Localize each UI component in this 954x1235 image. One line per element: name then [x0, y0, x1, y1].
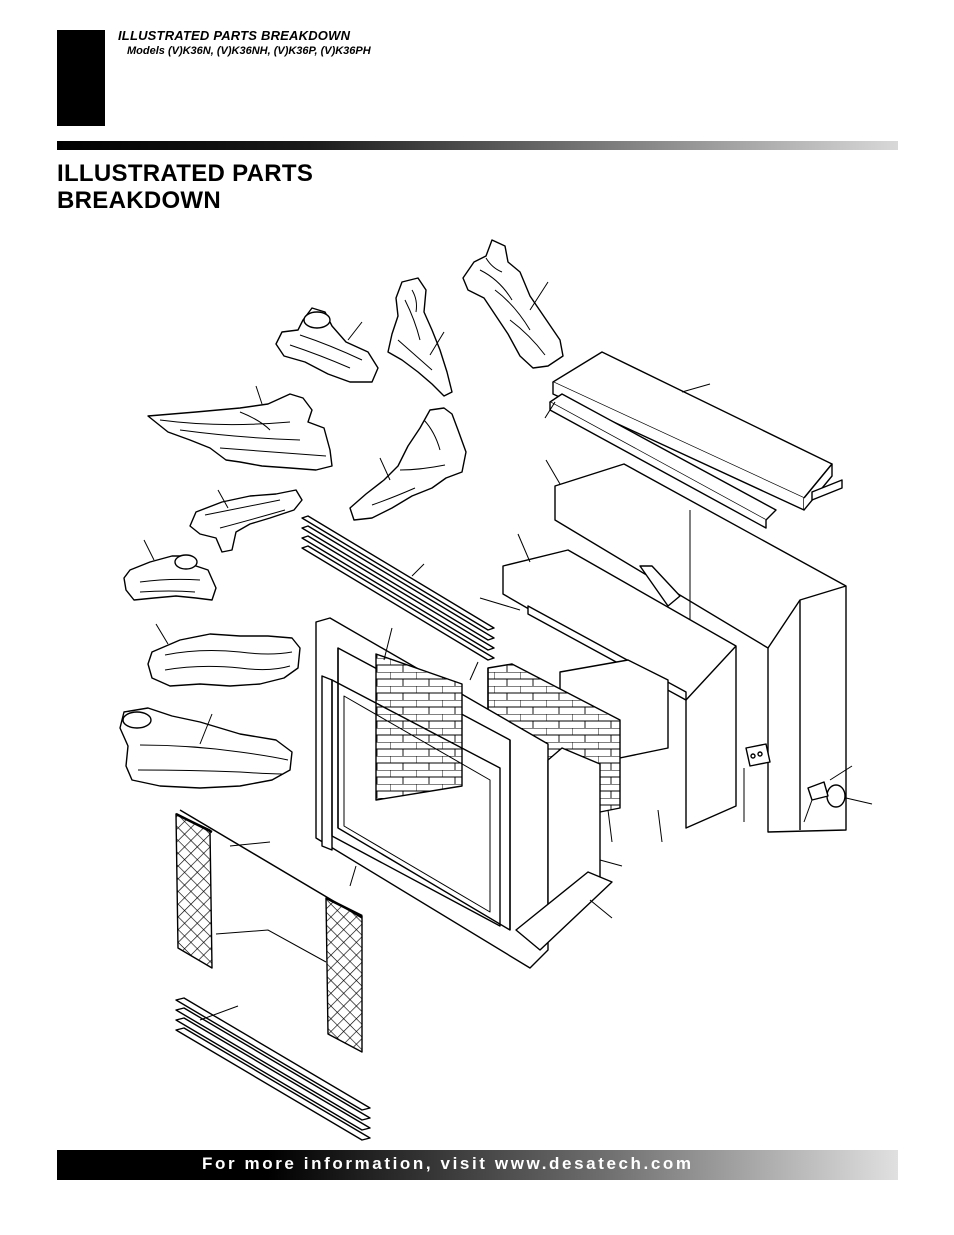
- top-panel: [552, 351, 833, 511]
- section-tab-marker: [57, 30, 105, 126]
- page-title-line2: BREAKDOWN: [57, 187, 222, 214]
- side-panel: [547, 747, 601, 907]
- junction-block: [745, 743, 771, 767]
- control-knob: [807, 781, 846, 808]
- footer-bar: [57, 1150, 898, 1180]
- front-frame: [315, 617, 549, 969]
- louver-top: [301, 515, 495, 661]
- fire-screen-left: [175, 812, 213, 969]
- base-plate: [515, 871, 613, 951]
- log-center-curved: [349, 407, 467, 521]
- page-title-line1: ILLUSTRATED PARTS: [57, 160, 314, 187]
- header-models: Models (V)K36N, (V)K36NH, (V)K36P, (V)K3…: [127, 45, 371, 57]
- page-title: ILLUSTRATED PARTS BREAKDOWN: [57, 160, 313, 214]
- louver-bottom: [175, 997, 371, 1141]
- fire-screen-right: [325, 896, 363, 1053]
- log-long-left: [147, 393, 333, 471]
- top-trim-strip: [549, 393, 843, 529]
- footer-website-text: For more information, visit www.desatech…: [202, 1154, 694, 1173]
- log-top-middle: [387, 277, 453, 397]
- log-grate-rear: [119, 707, 293, 789]
- log-stump-left: [123, 554, 217, 601]
- log-grate-front: [147, 633, 301, 687]
- screen-rod: [179, 809, 363, 919]
- header-rule: [57, 141, 898, 150]
- log-top-right: [462, 239, 564, 369]
- log-small-mid-left: [189, 489, 303, 553]
- callout-leaders: [143, 281, 873, 1021]
- log-top-left: [275, 307, 379, 383]
- header-section-title: ILLUSTRATED PARTS BREAKDOWN: [118, 28, 351, 43]
